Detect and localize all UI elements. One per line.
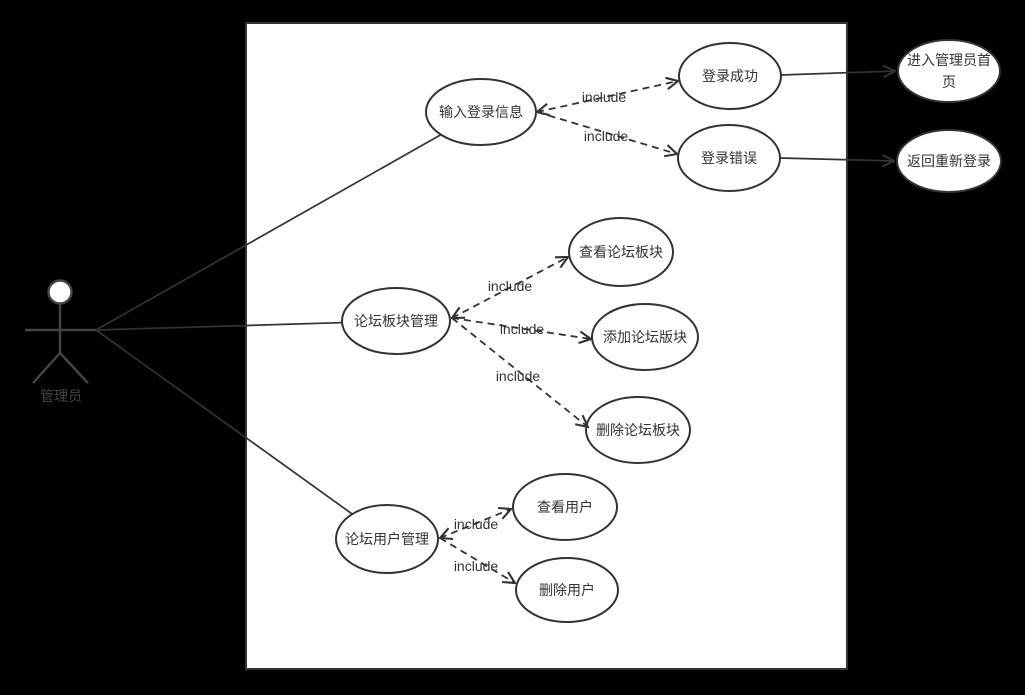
- usecase-view-board-label: 查看论坛板块: [579, 244, 663, 260]
- usecase-input-login: 输入登录信息: [425, 78, 537, 146]
- usecase-user-mgmt: 论坛用户管理: [335, 504, 439, 574]
- include-edge-user-view: [440, 509, 511, 538]
- usecase-relogin-shape: [896, 129, 1002, 193]
- usecase-relogin: 返回重新登录: [896, 129, 1002, 193]
- usecase-board-mgmt-shape: [341, 287, 451, 355]
- arrow-login-success-admin-home: [780, 71, 895, 75]
- usecase-login-success-label: 登录成功: [702, 68, 758, 84]
- include-label: include: [500, 321, 545, 337]
- usecase-admin-home-shape: [897, 39, 1001, 103]
- arrow-login-error-relogin: [779, 158, 894, 161]
- include-edge-user-del: [439, 537, 515, 583]
- actor-head: [47, 279, 73, 305]
- usecase-board-mgmt-label: 论坛板块管理: [354, 313, 438, 329]
- usecase-view-board-shape: [568, 217, 674, 287]
- usecase-admin-home-label: 进入管理员首页: [907, 52, 991, 90]
- usecase-view-user-label: 查看用户: [537, 499, 593, 515]
- actor-label: 管理员: [40, 388, 82, 404]
- include-label: include: [582, 89, 627, 105]
- include-edge-board-del: [451, 317, 588, 427]
- usecase-login-error: 登录错误: [677, 124, 781, 192]
- usecase-login-success-shape: [678, 42, 782, 110]
- include-label: include: [454, 516, 499, 532]
- usecase-view-user: 查看用户: [512, 473, 618, 541]
- actor-admin: 管理员: [25, 279, 96, 404]
- usecase-relogin-label: 返回重新登录: [907, 153, 991, 169]
- usecase-user-mgmt-label: 论坛用户管理: [345, 531, 429, 547]
- usecase-del-user: 删除用户: [515, 557, 619, 623]
- usecase-board-mgmt: 论坛板块管理: [341, 287, 451, 355]
- usecase-admin-home: 进入管理员首页: [897, 39, 1001, 103]
- usecase-del-board-label: 删除论坛板块: [596, 422, 680, 438]
- include-edge-input-login-success: [537, 81, 678, 112]
- include-edge-input-login-error: [536, 111, 677, 154]
- include-label: include: [496, 368, 541, 384]
- usecase-del-board-shape: [585, 396, 691, 464]
- association-actor-user-mgmt: [95, 329, 388, 540]
- include-label: include: [454, 558, 499, 574]
- usecase-add-board-label: 添加论坛版块: [603, 329, 687, 345]
- usecase-del-board: 删除论坛板块: [585, 396, 691, 464]
- usecase-input-login-label: 输入登录信息: [439, 104, 523, 120]
- usecase-add-board: 添加论坛版块: [591, 303, 699, 371]
- usecase-del-user-shape: [515, 557, 619, 623]
- usecase-login-error-label: 登录错误: [701, 150, 757, 166]
- actor-right-leg: [59, 352, 89, 384]
- usecase-login-success: 登录成功: [678, 42, 782, 110]
- include-label: include: [488, 278, 533, 294]
- association-actor-input-login: [95, 111, 482, 331]
- usecase-del-user-label: 删除用户: [539, 582, 595, 598]
- usecase-login-error-shape: [677, 124, 781, 192]
- usecase-view-board: 查看论坛板块: [568, 217, 674, 287]
- actor-left-leg: [32, 352, 61, 384]
- include-edge-board-view: [452, 257, 568, 318]
- include-label: include: [584, 128, 629, 144]
